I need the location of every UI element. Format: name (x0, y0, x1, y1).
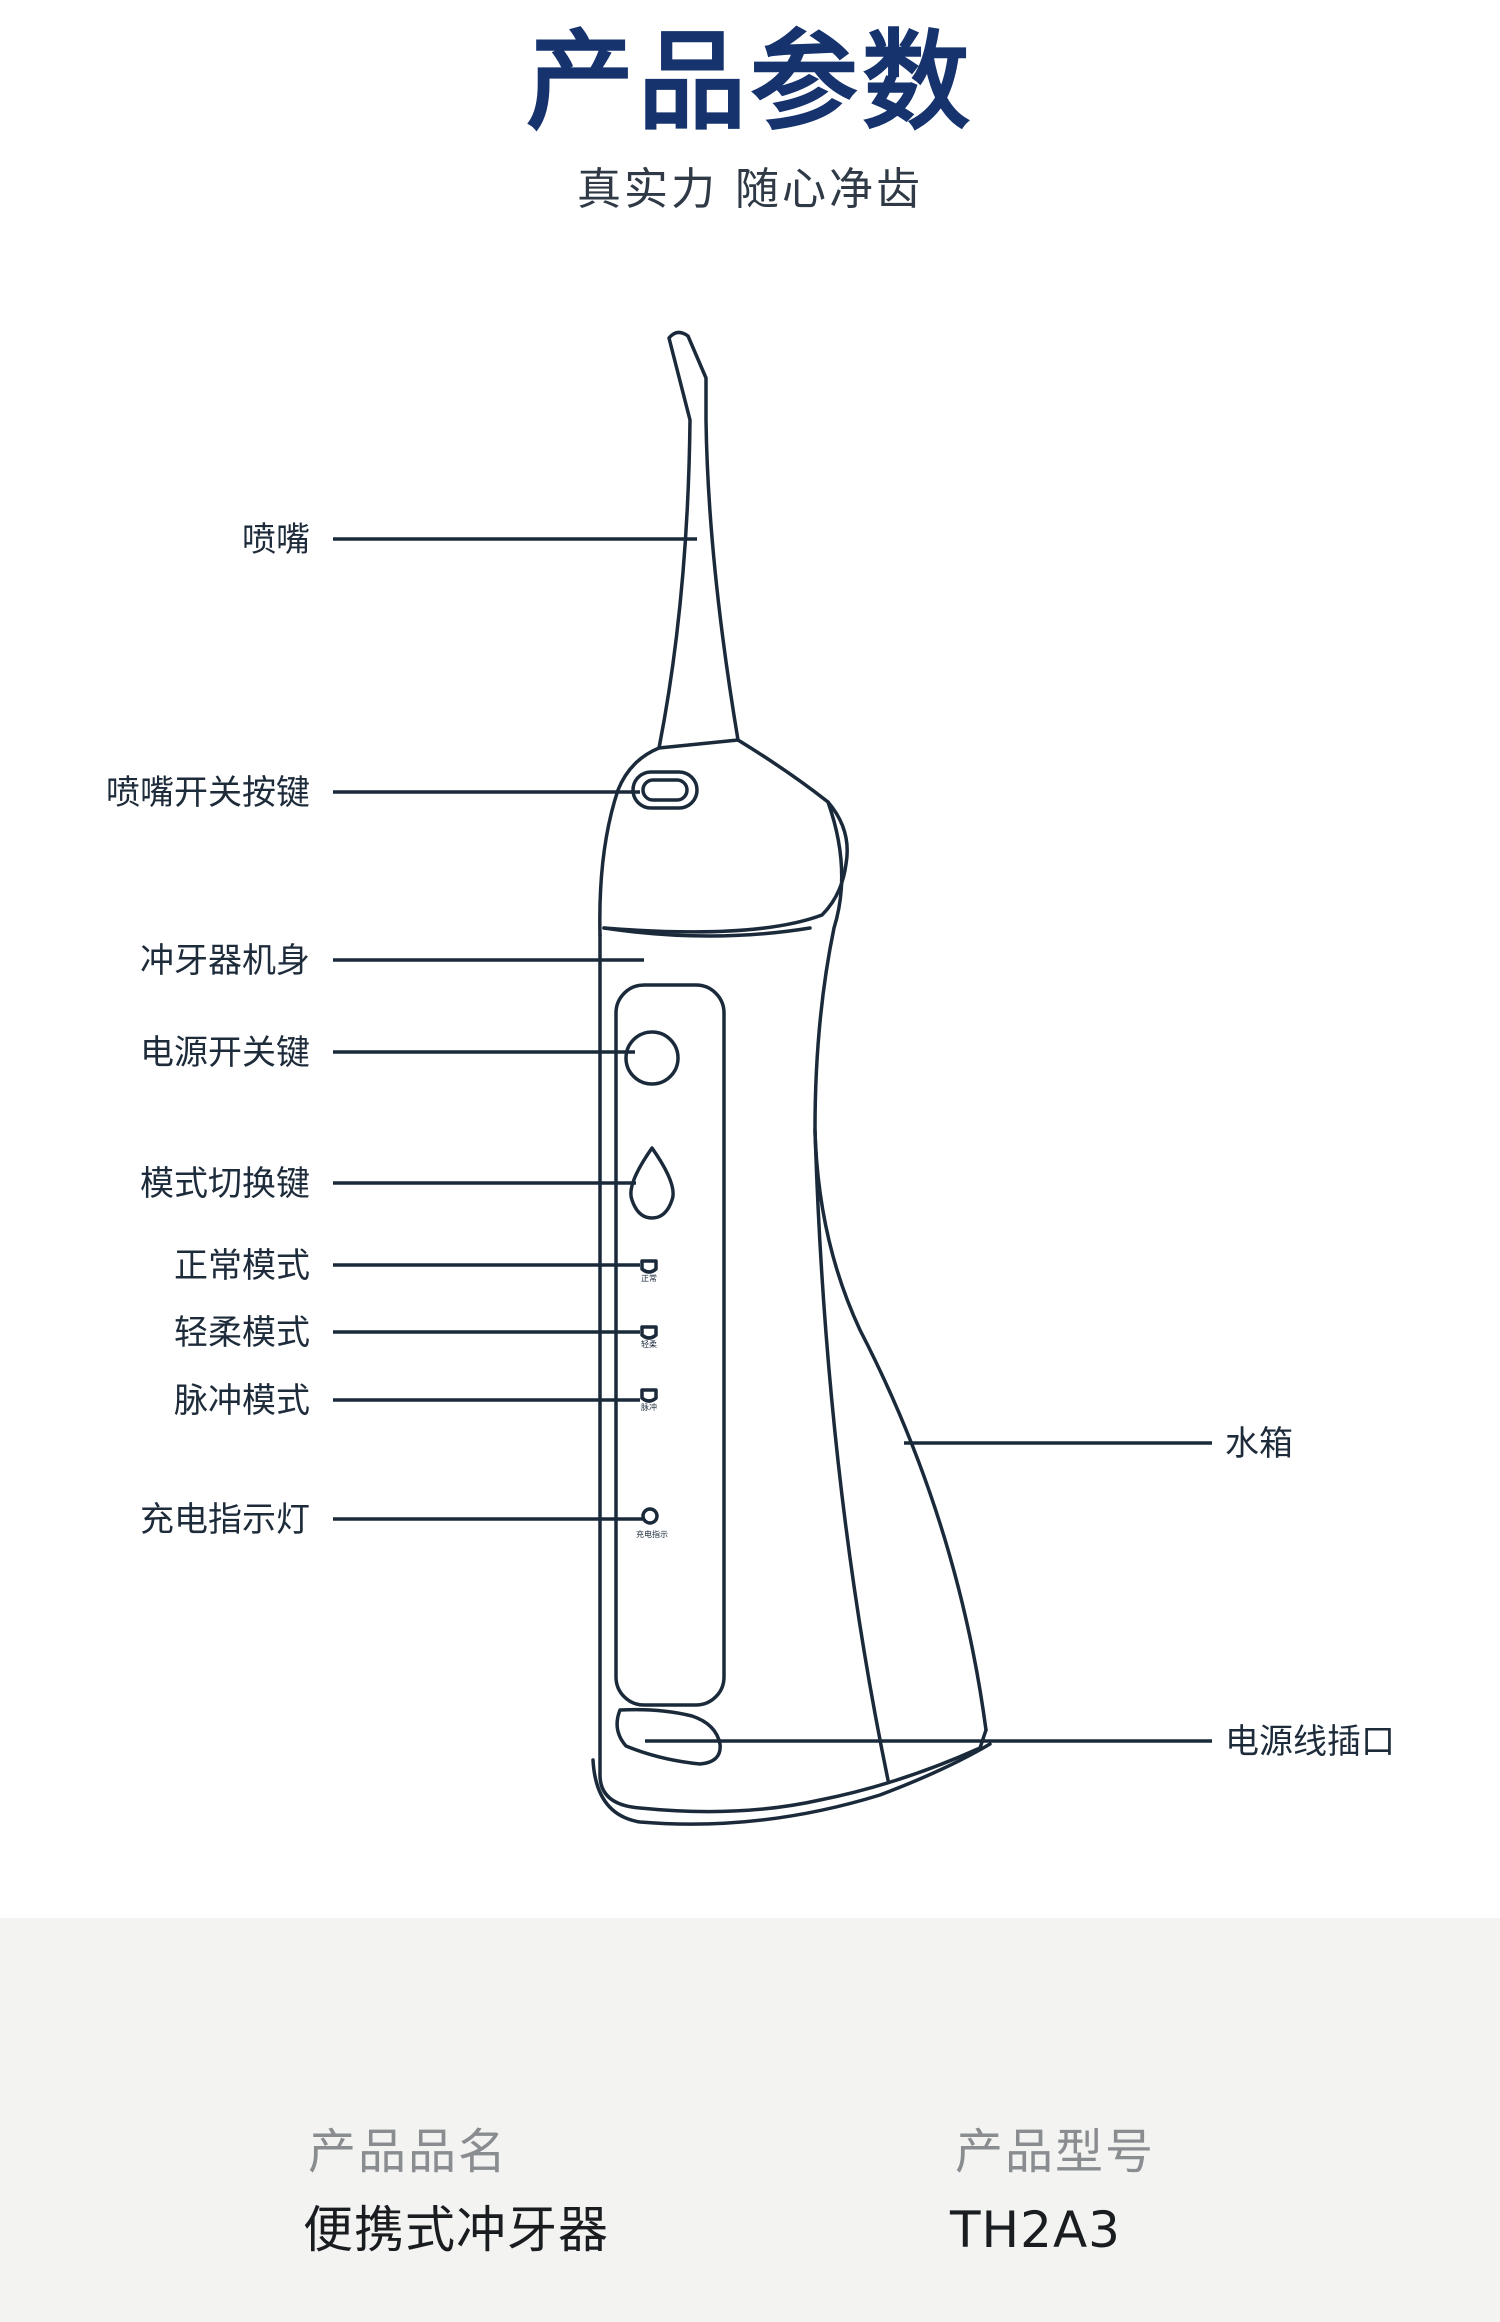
body-top-outline (598, 738, 849, 937)
spec-label-model: 产品型号 (955, 2124, 1156, 2180)
callout-nozzle: 喷嘴 (242, 520, 310, 560)
callout-body: 冲牙器机身 (140, 941, 310, 981)
callout-power-button: 电源开关键 (140, 1033, 310, 1073)
mode-button-shape (629, 1146, 675, 1220)
normal-mode-icon (640, 1259, 658, 1274)
spec-label-product-name: 产品品名 (308, 2124, 509, 2180)
normal-mode-icon-label: 正常 (641, 1274, 657, 1283)
callout-nozzle-release-button: 喷嘴开关按键 (106, 773, 310, 813)
soft-mode-icon (640, 1325, 658, 1340)
power-button-shape (624, 1030, 680, 1086)
callout-soft-mode: 轻柔模式 (174, 1313, 310, 1353)
nozzle-outline (657, 330, 740, 750)
callout-pulse-mode: 脉冲模式 (174, 1381, 310, 1421)
body-outline (598, 933, 988, 1814)
spec-value-model: TH2A3 (950, 2201, 1121, 2259)
callout-power-port: 电源线插口 (1225, 1722, 1395, 1762)
callout-mode-button: 模式切换键 (140, 1164, 310, 1204)
product-diagram: 正常 轻柔 脉冲 充电指示 (333, 330, 1212, 1826)
soft-mode-icon-label: 轻柔 (641, 1339, 657, 1349)
control-panel-outline (614, 983, 726, 1707)
pulse-mode-icon-label: 脉冲 (641, 1402, 657, 1412)
pulse-mode-icon (640, 1388, 658, 1403)
spec-value-product-name: 便携式冲牙器 (303, 2201, 609, 2259)
nozzle-release-button-shape (631, 770, 699, 810)
page-subtitle: 真实力 随心净齿 (577, 164, 923, 215)
power-port-shape (615, 1707, 722, 1766)
callout-water-tank: 水箱 (1225, 1424, 1293, 1464)
page-title: 产品参数 (525, 20, 974, 145)
callout-normal-mode: 正常模式 (174, 1246, 310, 1286)
spec-panel (0, 1918, 1500, 2322)
charge-indicator-icon-label: 充电指示 (636, 1529, 668, 1539)
callout-charge-indicator: 充电指示灯 (140, 1500, 310, 1540)
charge-indicator-icon (641, 1507, 659, 1525)
